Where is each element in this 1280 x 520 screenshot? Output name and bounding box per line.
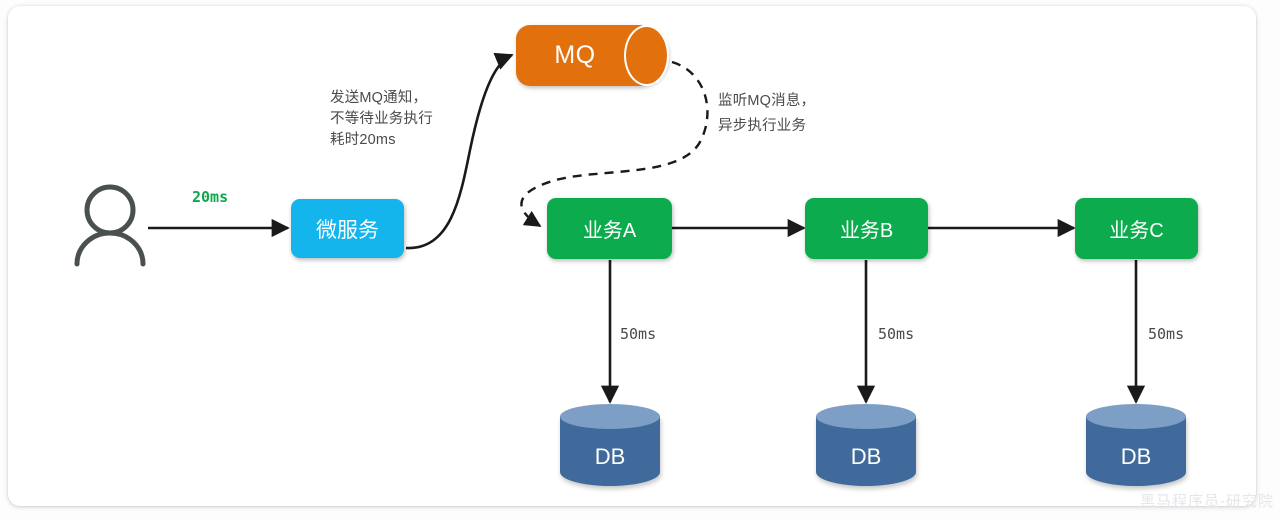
db-a-cylinder-top	[560, 404, 660, 429]
db-c-cylinder-top	[1086, 404, 1186, 429]
node-business-a[interactable]: 业务A	[547, 198, 672, 259]
mq-cylinder-cap	[624, 25, 669, 86]
node-business-b-label: 业务B	[839, 220, 894, 242]
edge-label-microservice-to-mq-line3: 耗时20ms	[330, 132, 396, 148]
node-microservice[interactable]: 微服务	[291, 199, 404, 258]
node-business-b[interactable]: 业务B	[805, 198, 928, 259]
node-db-a-label: DB	[594, 444, 626, 469]
node-db-c-label: DB	[1120, 444, 1152, 469]
edge-label-microservice-to-mq-line1: 发送MQ通知，	[330, 90, 428, 106]
edge-label-microservice-to-mq-line2: 不等待业务执行	[330, 111, 433, 127]
node-business-c[interactable]: 业务C	[1075, 198, 1198, 259]
node-db-c[interactable]: DB	[1086, 404, 1186, 492]
arrow-microservice-to-mq	[405, 52, 514, 250]
edge-label-business-b-to-db: 50ms	[878, 325, 915, 343]
node-mq-label: MQ	[554, 41, 596, 69]
db-b-cylinder-top	[816, 404, 916, 429]
node-mq[interactable]: MQ	[516, 25, 669, 86]
watermark: 黑马程序员-研究院	[1140, 493, 1274, 510]
node-business-c-label: 业务C	[1109, 220, 1164, 242]
edge-label-mq-to-business-a-line1: 监听MQ消息，	[718, 93, 816, 109]
node-business-a-label: 业务A	[582, 220, 637, 242]
node-db-b[interactable]: DB	[816, 404, 916, 492]
node-db-a[interactable]: DB	[560, 404, 660, 492]
arrow-mq-to-business-a	[520, 60, 709, 228]
user-icon	[74, 184, 146, 267]
edge-label-user-to-microservice: 20ms	[192, 188, 229, 206]
node-microservice-label: 微服务	[316, 218, 379, 242]
edge-label-business-a-to-db: 50ms	[620, 325, 657, 343]
edge-label-business-c-to-db: 50ms	[1148, 325, 1185, 343]
edge-label-mq-to-business-a-line2: 异步执行业务	[718, 118, 807, 134]
node-db-b-label: DB	[850, 444, 882, 469]
